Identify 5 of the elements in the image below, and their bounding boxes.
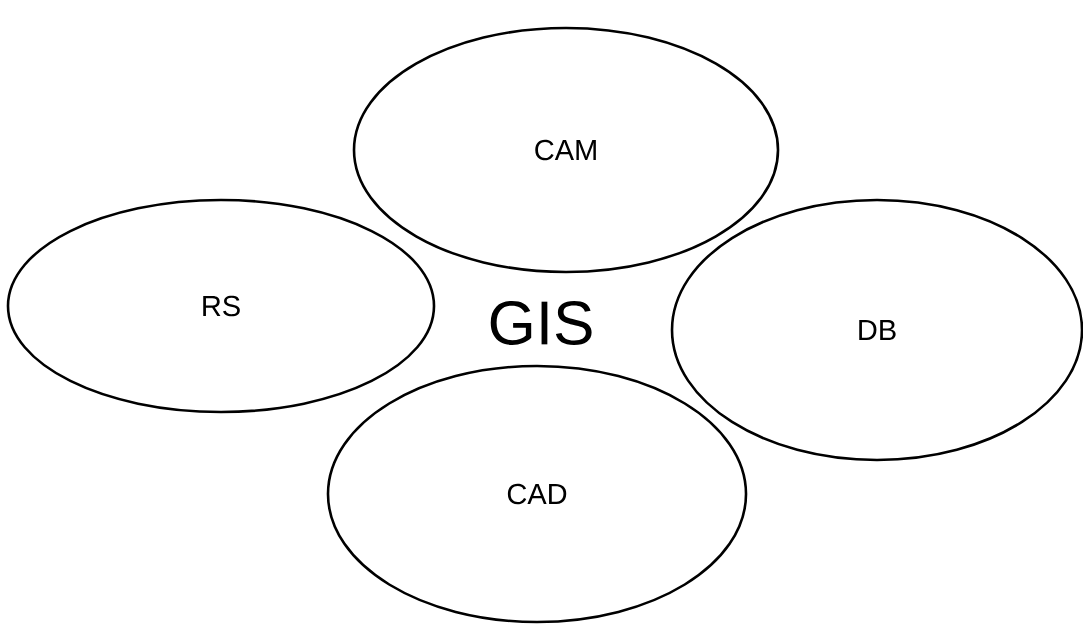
ellipse-node: CAM xyxy=(352,26,780,274)
ellipse-node: CAD xyxy=(326,364,748,624)
center-label: GIS xyxy=(490,301,592,345)
ellipse-node: DB xyxy=(670,198,1083,462)
ellipse-node: RS xyxy=(6,198,436,414)
